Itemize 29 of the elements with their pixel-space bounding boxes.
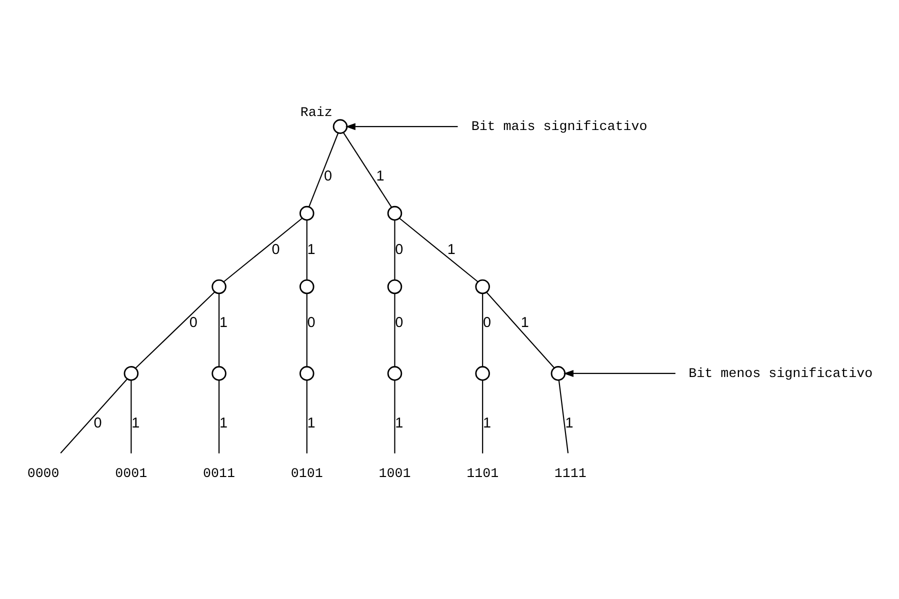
edge-label: 0 [324,168,332,184]
node-text: 1101 [466,466,499,482]
edge-label: 1 [447,242,456,258]
edge-label: 1 [395,415,404,432]
node-label: Raiz [300,106,332,122]
edge-label: 0 [395,315,404,332]
edge-label: 1 [307,242,316,258]
node-text: 1111 [554,466,586,482]
node-text: 0101 [290,466,323,482]
edge-label: 1 [520,315,529,332]
node-text: 1001 [378,466,411,482]
node-text: 0000 [27,466,60,482]
node-text: 0011 [203,466,236,482]
edge-label: 1 [219,415,228,432]
edge-label: 1 [483,415,492,432]
edge-label: 1 [565,415,574,432]
edge-label: 0 [307,315,316,332]
edge-label: 0 [272,242,280,258]
edge-label: 1 [376,168,384,184]
edge-label: 1 [219,315,228,332]
node-text: 0001 [115,466,148,482]
edge-label: 0 [189,315,198,332]
edge-label: 0 [94,415,102,432]
edge-label: 1 [307,415,316,432]
node-text: Bit mais significativo [471,120,648,136]
edge-label: 0 [395,242,404,258]
node-text: Bit menos significativo [688,366,873,382]
edge-label: 1 [132,415,140,432]
edge-label: 0 [483,315,492,332]
